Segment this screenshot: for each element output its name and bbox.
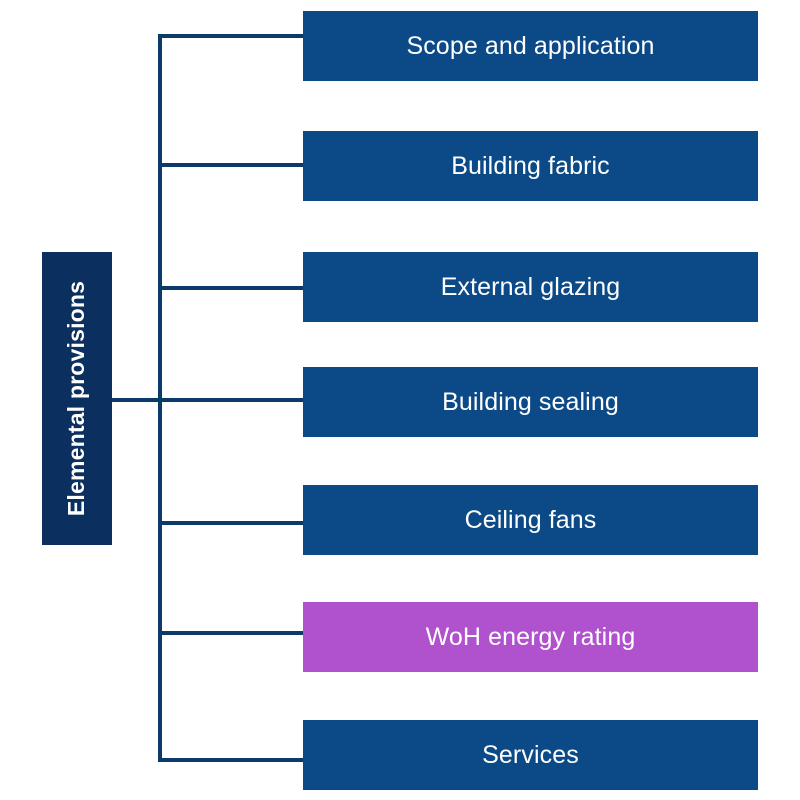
- root-node-elemental-provisions[interactable]: Elemental provisions: [42, 252, 112, 545]
- child-node-external-glazing[interactable]: External glazing: [303, 252, 758, 322]
- child-node-label: Building fabric: [451, 151, 610, 180]
- child-node-label: WoH energy rating: [425, 622, 636, 651]
- child-node-woh-energy-rating[interactable]: WoH energy rating: [303, 602, 758, 672]
- child-node-label: External glazing: [440, 272, 621, 301]
- child-node-building-sealing[interactable]: Building sealing: [303, 367, 758, 437]
- connector-group: [112, 34, 303, 762]
- root-node-label: Elemental provisions: [63, 280, 90, 517]
- child-node-label: Services: [482, 740, 579, 769]
- child-node-scope-and-application[interactable]: Scope and application: [303, 11, 758, 81]
- child-node-services[interactable]: Services: [303, 720, 758, 790]
- child-node-label: Scope and application: [406, 31, 655, 60]
- child-node-building-fabric[interactable]: Building fabric: [303, 131, 758, 201]
- child-node-label: Building sealing: [442, 387, 619, 416]
- child-node-ceiling-fans[interactable]: Ceiling fans: [303, 485, 758, 555]
- child-node-label: Ceiling fans: [464, 505, 597, 534]
